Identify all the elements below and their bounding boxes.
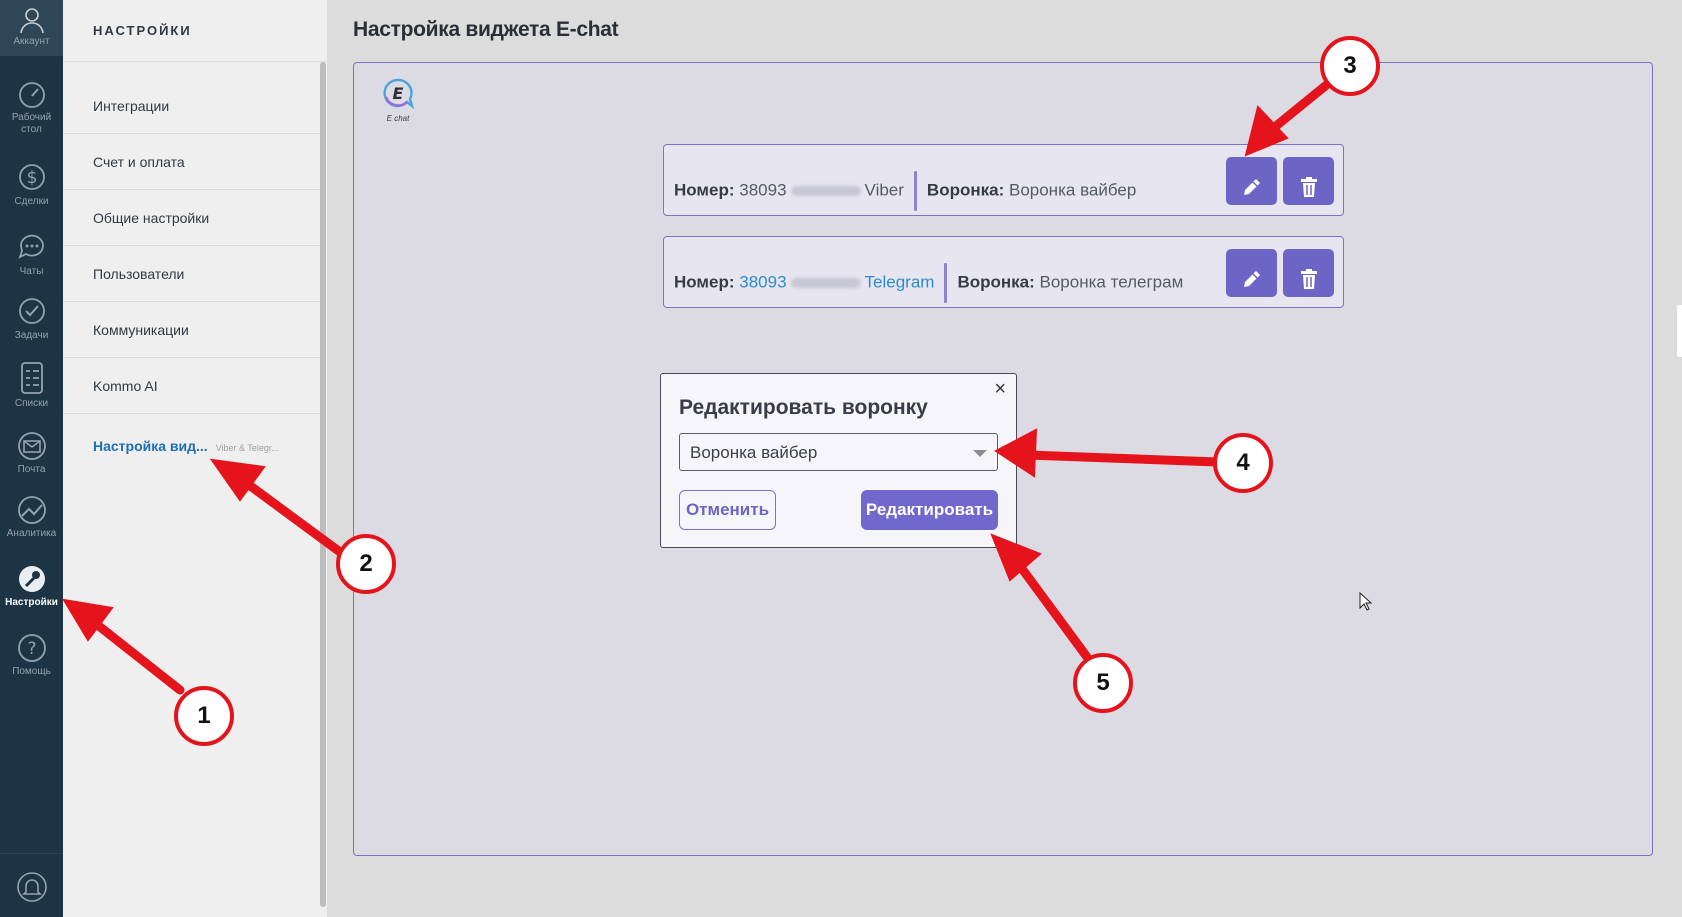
annotation-badge-4: 4: [1213, 433, 1273, 493]
nav-rail: Аккаунт Рабочий стол $ Сделки Чаты Задач…: [0, 0, 63, 917]
annotation-badge-5: 5: [1073, 653, 1133, 713]
rail-label-analytics: Аналитика: [6, 528, 57, 539]
dollar-icon: $: [18, 164, 45, 190]
redacted-number: [790, 278, 861, 288]
rail-item-tasks[interactable]: Задачи: [0, 294, 63, 342]
channel-name: Viber: [864, 180, 904, 200]
settings-item-label: Коммуникации: [93, 322, 189, 338]
edit-funnel-modal: × Редактировать воронку Воронка вайбер О…: [660, 373, 1017, 548]
rail-label-settings: Настройки: [5, 597, 58, 608]
page-title: Настройка виджета E-chat: [353, 18, 619, 41]
trash-icon: [1300, 269, 1317, 289]
funnel-select[interactable]: Воронка вайбер: [679, 433, 998, 471]
settings-item-label: Пользователи: [93, 266, 185, 282]
rail-item-analytics[interactable]: Аналитика: [0, 494, 63, 540]
rail-item-deals[interactable]: $ Сделки: [0, 160, 63, 208]
rail-label-account: Аккаунт: [13, 36, 50, 47]
rail-item-chats[interactable]: Чаты: [0, 230, 63, 278]
rail-label-deals: Сделки: [14, 196, 49, 207]
row-divider: [913, 171, 917, 211]
row-divider: [944, 263, 948, 303]
edit-button[interactable]: [1226, 157, 1277, 205]
settings-item-communications[interactable]: Коммуникации: [63, 302, 320, 358]
settings-item-sublabel: Viber & Telegr...: [215, 443, 279, 453]
settings-item-widget-setup[interactable]: Настройка вид... Viber & Telegr...: [63, 418, 320, 474]
sidebar-scrollbar[interactable]: [320, 62, 326, 907]
funnel-label: Воронка:: [926, 180, 1005, 200]
echat-logo-icon: E: [383, 78, 415, 110]
settings-heading: НАСТРОЙКИ: [63, 0, 327, 62]
svg-text:?: ?: [27, 639, 36, 659]
number-value: 38093: [739, 180, 787, 200]
funnel-value: Воронка вайбер: [1008, 180, 1137, 200]
modal-title: Редактировать воронку: [679, 396, 928, 419]
check-icon: [18, 298, 45, 324]
trash-icon: [1300, 177, 1317, 197]
rail-item-account[interactable]: Аккаунт: [0, 0, 63, 56]
dashboard-icon: [18, 82, 45, 108]
rail-item-settings[interactable]: Настройки: [0, 563, 63, 609]
funnel-label: Воронка:: [957, 272, 1035, 292]
funnel-select-value: Воронка вайбер: [690, 443, 818, 462]
logo-mark: E: [393, 84, 404, 103]
rail-item-lists[interactable]: Списки: [0, 360, 63, 410]
help-icon: ?: [17, 634, 46, 662]
delete-button[interactable]: [1283, 249, 1334, 297]
settings-item-label: Интеграции: [93, 98, 170, 114]
settings-item-label: Общие настройки: [93, 210, 210, 226]
rail-item-dashboard[interactable]: Рабочий стол: [0, 80, 63, 136]
rail-item-mail[interactable]: Почта: [0, 430, 63, 476]
list-icon: [20, 362, 43, 394]
mouse-cursor-icon: [1359, 592, 1373, 611]
settings-item-label: Счет и оплата: [93, 154, 185, 170]
bell-icon: [16, 872, 47, 902]
channel-info: Номер: 38093 Viber Воронка: Воронка вайбер: [674, 171, 1136, 211]
channel-name: Telegram: [864, 272, 935, 292]
number-value: 38093: [739, 272, 787, 292]
settings-item-integrations[interactable]: Интеграции: [63, 78, 320, 134]
delete-button[interactable]: [1283, 157, 1334, 205]
annotation-badge-3: 3: [1320, 36, 1380, 96]
close-icon[interactable]: ×: [994, 378, 1006, 400]
settings-item-label: Настройка вид...: [93, 438, 208, 454]
chat-icon: [17, 234, 44, 259]
rail-label-tasks: Задачи: [14, 330, 49, 341]
svg-text:$: $: [26, 168, 37, 188]
account-icon: [19, 8, 44, 34]
channel-row-telegram: Номер: 38093 Telegram Воронка: Воронка тел…: [663, 236, 1344, 308]
settings-item-label: Kommo AI: [93, 378, 158, 394]
pencil-icon: [1243, 179, 1260, 195]
settings-sidebar: НАСТРОЙКИ Интеграции Счет и оплата Общие…: [63, 0, 327, 917]
echat-logo: E E chat: [380, 77, 416, 123]
settings-item-users[interactable]: Пользователи: [63, 246, 320, 302]
chevron-down-icon: [973, 450, 987, 457]
analytics-icon: [17, 496, 46, 524]
wrench-icon: [18, 566, 45, 592]
channel-row-viber: Номер: 38093 Viber Воронка: Воронка вайбер: [663, 144, 1344, 216]
settings-item-general[interactable]: Общие настройки: [63, 190, 320, 246]
rail-label-mail: Почта: [17, 464, 46, 475]
settings-item-billing[interactable]: Счет и оплата: [63, 134, 320, 190]
rail-item-help[interactable]: ? Помощь: [0, 632, 63, 678]
number-label: Номер:: [674, 272, 735, 292]
cancel-button[interactable]: Отменить: [679, 490, 776, 530]
rail-label-help: Помощь: [12, 666, 51, 677]
annotation-badge-2: 2: [336, 534, 396, 594]
settings-item-kommo-ai[interactable]: Kommo AI: [63, 358, 320, 414]
right-edge-tab[interactable]: [1677, 305, 1682, 357]
mail-icon: [17, 432, 46, 460]
number-label: Номер:: [674, 180, 735, 200]
pencil-icon: [1243, 271, 1260, 287]
redacted-number: [790, 186, 861, 196]
rail-label-chats: Чаты: [19, 266, 44, 277]
rail-label-lists: Списки: [14, 398, 49, 409]
annotation-badge-1: 1: [174, 686, 234, 746]
channel-info: Номер: 38093 Telegram Воронка: Воронка тел…: [674, 263, 1183, 303]
rail-label-dashboard: Рабочий стол: [11, 112, 52, 135]
submit-edit-button[interactable]: Редактировать: [861, 490, 998, 530]
logo-text: E chat: [386, 114, 410, 123]
funnel-value: Воронка телеграм: [1039, 272, 1184, 292]
edit-button[interactable]: [1226, 249, 1277, 297]
rail-notifications[interactable]: [0, 853, 63, 917]
